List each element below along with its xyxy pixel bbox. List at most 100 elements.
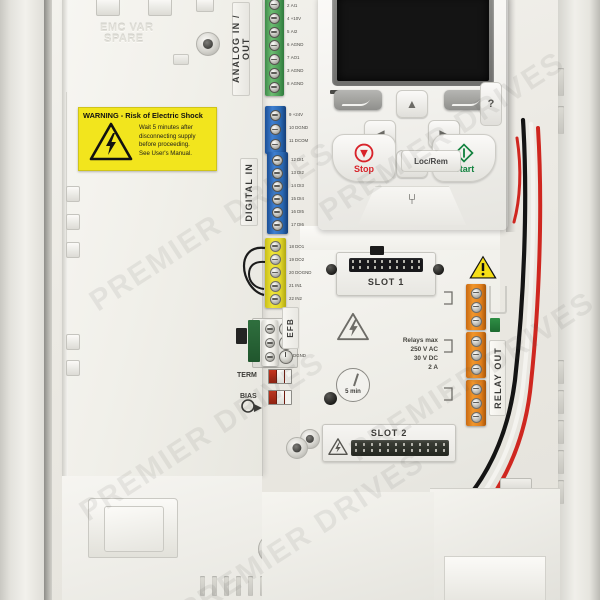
- terminal-screw[interactable]: [270, 241, 281, 253]
- relay-rating-line-2: 250 V AC: [410, 346, 438, 353]
- terminal-screw[interactable]: [470, 397, 482, 409]
- terminal-tag: DI6: [297, 222, 304, 227]
- terminal-number: 18: [289, 244, 294, 249]
- terminal-screw[interactable]: [470, 287, 482, 299]
- relay-terminal-block-3[interactable]: [466, 380, 486, 426]
- terminal-number: 12: [291, 157, 296, 162]
- terminal-screw[interactable]: [270, 280, 281, 292]
- slot-2[interactable]: SLOT 2: [322, 424, 456, 462]
- stop-octagon-icon: [354, 143, 374, 162]
- relay-rating-line-4: 2 A: [428, 364, 438, 371]
- terminal-screw[interactable]: [269, 0, 280, 11]
- terminal-screw[interactable]: [470, 363, 482, 375]
- efb-rotary-3[interactable]: [279, 350, 293, 364]
- terminal-number: 8: [287, 81, 290, 86]
- cover-latch-strip: [62, 180, 84, 300]
- slot-2-shock-icon: [328, 438, 348, 455]
- loc-rem-button[interactable]: Loc/Rem: [401, 150, 461, 172]
- terminal-number: 3: [287, 68, 290, 73]
- warning-line-4: See User's Manual.: [139, 149, 192, 157]
- terminal-screw[interactable]: [470, 301, 482, 313]
- terminal-screw[interactable]: [470, 315, 482, 327]
- terminal-screw[interactable]: [270, 139, 281, 151]
- terminal-label-efb: EFB: [282, 307, 299, 349]
- electric-shock-warning-label: WARNING - Risk of Electric Shock Wait 5 …: [78, 107, 217, 171]
- efb-terminal-block[interactable]: [262, 320, 278, 366]
- efb-green-connector[interactable]: [248, 320, 260, 362]
- terminal-screw[interactable]: [470, 411, 482, 423]
- terminal-screw[interactable]: [470, 349, 482, 361]
- warning-label-body: Wait 5 minutes after disconnecting suppl…: [139, 124, 213, 158]
- terminal-screw[interactable]: [470, 383, 482, 395]
- stop-button[interactable]: Stop: [332, 134, 396, 182]
- terminal-screw[interactable]: [272, 181, 283, 192]
- relay-terminal-block-2[interactable]: [466, 332, 486, 378]
- terminal-number: 6: [287, 42, 290, 47]
- terminal-block-aux-voltage[interactable]: [265, 106, 286, 154]
- term-switch-pole-1[interactable]: [269, 370, 277, 383]
- terminal-tag: AGND: [290, 68, 304, 73]
- slot-2-pin-row-top: [355, 443, 445, 446]
- terminal-screw[interactable]: [269, 40, 280, 52]
- terminal-tag: DI4: [297, 196, 304, 201]
- terminal-screw[interactable]: [269, 54, 280, 66]
- terminal-tag: DGND: [295, 125, 309, 130]
- slot-1[interactable]: SLOT 1: [336, 252, 436, 296]
- terminal-screw[interactable]: [272, 168, 283, 179]
- stop-button-label: Stop: [354, 163, 374, 174]
- terminal-screw[interactable]: [270, 109, 281, 121]
- terminal-screw[interactable]: [265, 352, 275, 362]
- term-switch-label: TERM: [237, 372, 257, 379]
- left-cover-plate: [62, 0, 263, 476]
- terminal-tag: DI1: [297, 157, 304, 162]
- term-switch[interactable]: [268, 369, 292, 384]
- relay-terminal-block-1[interactable]: [466, 284, 486, 330]
- molded-text-line2: SPARE: [104, 33, 144, 45]
- terminal-screw[interactable]: [269, 26, 280, 38]
- terminal-number: 21: [289, 283, 294, 288]
- bias-switch-label: BIAS: [240, 393, 257, 400]
- nav-key-up[interactable]: ▲: [396, 90, 428, 118]
- terminal-block-digital-out-sto[interactable]: [265, 238, 286, 308]
- efb-label-text: EFB: [286, 318, 295, 338]
- terminal-screw[interactable]: [269, 67, 280, 79]
- control-panel-keypad[interactable]: ▲ ◀ ▶ ▼ ? Stop Start Lo: [318, 0, 508, 230]
- usb-port-area[interactable]: ⑂: [358, 186, 466, 225]
- digital-in-label-text: DIGITAL IN: [244, 162, 254, 222]
- terminal-label-digital-in: DIGITAL IN: [240, 158, 258, 226]
- slot-1-label: SLOT 1: [367, 277, 405, 287]
- terminal-screw[interactable]: [270, 254, 281, 266]
- terminal-screw[interactable]: [270, 124, 281, 136]
- soft-key-left[interactable]: [334, 90, 382, 110]
- terminal-screw[interactable]: [270, 293, 281, 305]
- terminal-screw[interactable]: [272, 155, 283, 166]
- terminal-screw[interactable]: [272, 194, 283, 205]
- terminal-tag: AGND: [290, 81, 304, 86]
- help-key[interactable]: ?: [480, 82, 502, 126]
- terminal-block-analog[interactable]: [265, 0, 284, 96]
- terminal-number: 16: [291, 209, 296, 214]
- terminal-screw[interactable]: [272, 207, 283, 218]
- molded-text-line1: EMC VAR: [100, 22, 154, 34]
- terminal-screw[interactable]: [269, 81, 280, 93]
- efb-black-jack[interactable]: [236, 328, 247, 344]
- terminal-block-digital-in[interactable]: [267, 152, 288, 234]
- terminal-number: 19: [289, 257, 294, 262]
- bias-switch-pole-1[interactable]: [269, 391, 277, 404]
- terminal-screw[interactable]: [269, 13, 280, 25]
- terminal-screw[interactable]: [265, 324, 275, 334]
- terminal-number: 20: [289, 270, 294, 275]
- terminal-screw[interactable]: [470, 335, 482, 347]
- cover-plate-seam: [66, 92, 67, 252]
- terminal-number: 15: [291, 196, 296, 201]
- lcd-display[interactable]: [337, 0, 489, 81]
- terminal-tag: DI5: [297, 209, 304, 214]
- terminal-screw[interactable]: [272, 220, 283, 231]
- bias-switch-pole-2[interactable]: [277, 391, 285, 404]
- cover-clip-2: [148, 0, 172, 16]
- bias-switch[interactable]: [268, 390, 292, 405]
- terminal-screw[interactable]: [270, 267, 281, 279]
- term-switch-pole-2[interactable]: [277, 370, 285, 383]
- warning-label-title: WARNING - Risk of Electric Shock: [83, 111, 203, 120]
- terminal-screw[interactable]: [265, 338, 275, 348]
